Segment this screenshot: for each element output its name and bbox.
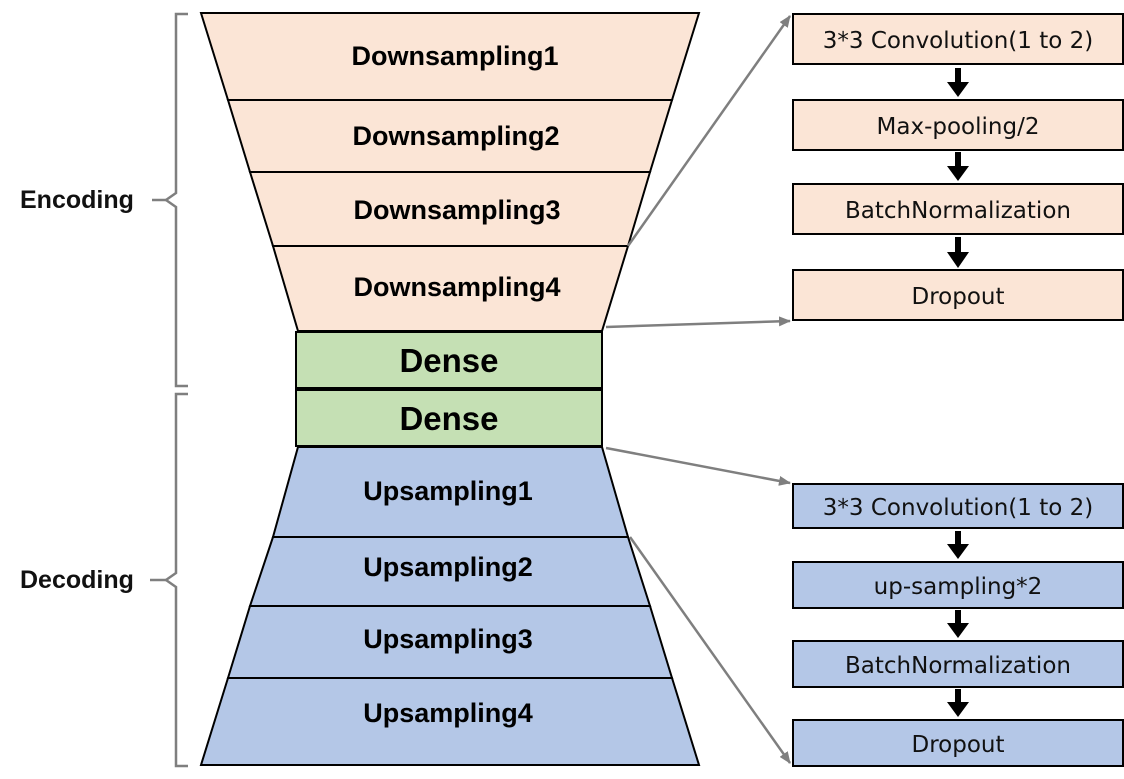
encoder-layer-2-label: Downsampling2: [352, 121, 559, 151]
connector-lines: [605, 15, 792, 764]
decoder-step-box-2: [792, 561, 1124, 609]
decoder-step-box-4: [792, 719, 1124, 767]
encoder-step-arrows: [947, 68, 969, 268]
encoder-step-box-3: [792, 183, 1124, 235]
encoder-step-box-4: [792, 269, 1124, 321]
encoder-step-2-label: Max-pooling/2: [877, 114, 1040, 140]
dense-layer-1: [295, 331, 603, 389]
encoder-step-3-label: BatchNormalization: [845, 198, 1071, 224]
encoder-bottom-connector: [605, 316, 791, 329]
decoder-top-connector: [605, 446, 791, 486]
decoder-stack: Upsampling1 Upsampling2 Upsampling3 Upsa…: [199, 446, 701, 766]
dense-layer-2: [295, 389, 603, 447]
down-arrow-icon: [947, 152, 969, 181]
down-arrow-icon: [947, 531, 969, 559]
encoder-stack: Downsampling1 Downsampling2 Downsampling…: [199, 12, 701, 332]
decoder-step-box-3: [792, 640, 1124, 688]
decoder-step-1-label: 3*3 Convolution(1 to 2): [823, 495, 1093, 521]
encoder-step-box-1: [792, 13, 1124, 65]
decoder-step-3-label: BatchNormalization: [845, 653, 1071, 679]
decoder-layer-3-label: Upsampling3: [363, 624, 533, 654]
decoder-step-2-label: up-sampling*2: [874, 574, 1043, 600]
decoder-step-4-label: Dropout: [912, 732, 1005, 758]
encoder-layer-1-label: Downsampling1: [351, 41, 558, 71]
decoding-label: Decoding: [20, 566, 134, 594]
encoder-layer-4-label: Downsampling4: [353, 272, 560, 302]
decoding-bracket: [150, 392, 188, 768]
encoder-step-4-label: Dropout: [912, 284, 1005, 310]
encoding-bracket: [152, 12, 188, 388]
encoder-step-box-2: [792, 99, 1124, 151]
decoder-layer-1-label: Upsampling1: [363, 476, 533, 506]
down-arrow-icon: [947, 689, 969, 717]
encoding-label: Encoding: [20, 186, 134, 214]
decoder-layer-2-label: Upsampling2: [363, 552, 533, 582]
dense-stack: Dense Dense: [295, 331, 603, 447]
encoder-step-1-label: 3*3 Convolution(1 to 2): [823, 28, 1093, 54]
down-arrow-icon: [947, 237, 969, 268]
down-arrow-icon: [947, 610, 969, 638]
encoder-top-connector: [626, 15, 792, 247]
decoder-layer-4: [199, 677, 701, 766]
decoder-step-box-1: [792, 483, 1124, 529]
dense-layer-2-label: Dense: [399, 400, 498, 437]
encoder-block-detail: 3*3 Convolution(1 to 2) Max-pooling/2 Ba…: [792, 13, 1124, 321]
dense-layer-1-label: Dense: [399, 342, 498, 379]
decoder-layer-4-label: Upsampling4: [363, 698, 533, 728]
decoder-step-arrows: [947, 531, 969, 717]
down-arrow-icon: [947, 68, 969, 97]
encoder-layer-3-label: Downsampling3: [353, 195, 560, 225]
decoder-bottom-connector: [628, 536, 792, 764]
decoder-block-detail: 3*3 Convolution(1 to 2) up-sampling*2 Ba…: [792, 483, 1124, 767]
